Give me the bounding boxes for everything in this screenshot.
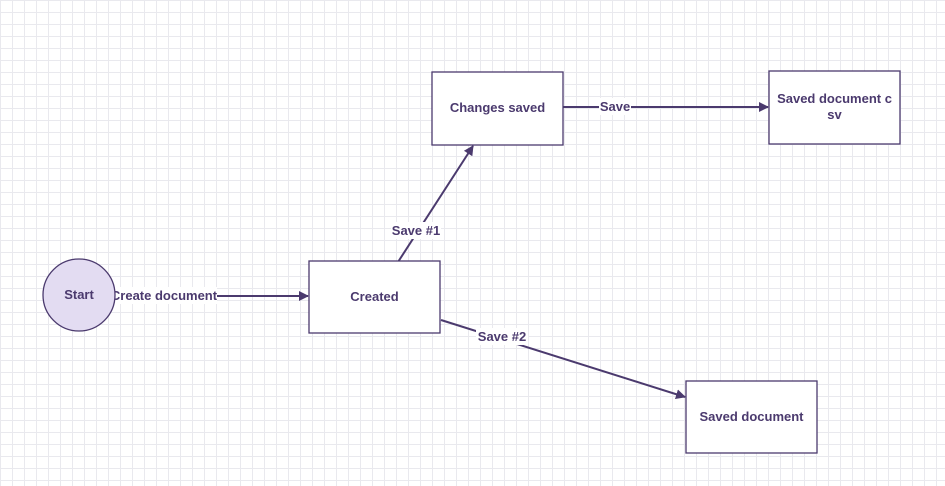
node-saved-document-label: Saved document	[699, 409, 804, 424]
node-saved-document-box[interactable]	[685, 380, 818, 454]
node-start-label: Start	[64, 287, 94, 302]
edge-label-create-document: Create document	[111, 287, 218, 304]
edge-label-save-2-text: Save #2	[478, 329, 526, 344]
edge-label-save-text: Save	[600, 99, 630, 114]
node-created-label: Created	[350, 289, 398, 304]
edge-label-save: Save	[599, 98, 631, 115]
node-start[interactable]: Start	[42, 258, 116, 332]
node-saved-document-csv-box[interactable]	[768, 70, 901, 145]
start-circle[interactable]	[42, 258, 116, 332]
node-changes-saved[interactable]: Changes saved	[431, 71, 564, 146]
node-saved-document-csv-label-line1: Saved document c	[777, 91, 892, 106]
node-saved-document-csv-label-line2: sv	[827, 107, 842, 122]
edge-label-create-document-text: Create document	[111, 288, 218, 303]
edge-label-save-1: Save #1	[391, 222, 441, 239]
node-created[interactable]: Created	[308, 260, 441, 334]
node-changes-saved-label: Changes saved	[450, 100, 545, 115]
node-saved-document[interactable]: Saved document	[685, 380, 818, 454]
edge-save-1[interactable]	[397, 145, 474, 263]
edge-label-save-2: Save #2	[476, 328, 528, 345]
node-saved-document-csv[interactable]: Saved document c sv	[768, 70, 901, 145]
edge-label-save-1-text: Save #1	[392, 223, 440, 238]
edge-save-1-line[interactable]	[397, 145, 474, 263]
node-created-box[interactable]	[308, 260, 441, 334]
node-changes-saved-box[interactable]	[431, 71, 564, 146]
